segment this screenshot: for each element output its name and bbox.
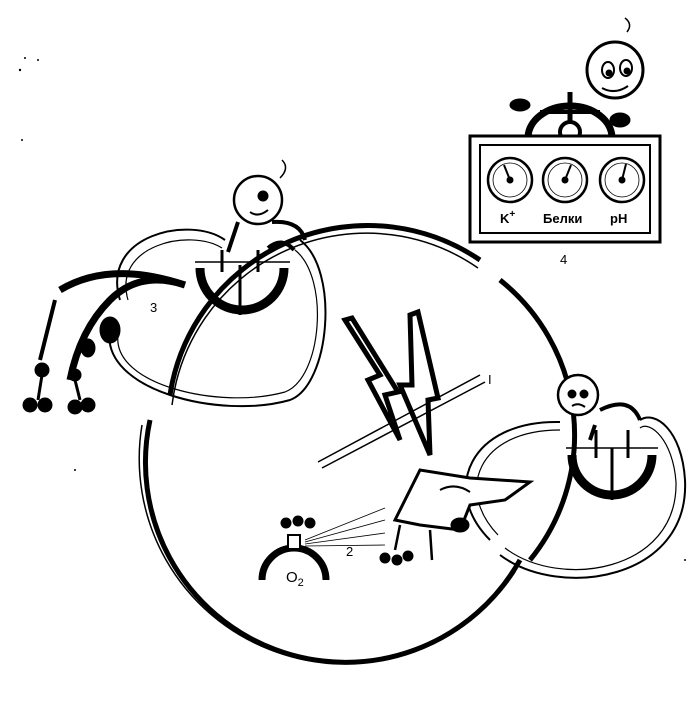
radiation-ray [317,374,486,469]
gauge-k-plus [486,156,534,204]
lightning-bolts [341,308,442,456]
damaged-molecule [379,468,535,566]
label-number-4: 4 [560,252,567,267]
label-number-2: 2 [346,544,353,559]
scan-specks [18,57,686,561]
label-number-3: 3 [150,300,157,315]
gauge-proteins [541,156,589,204]
label-oxygen: O2 [286,569,304,589]
ion-pump-right [464,416,687,579]
label-number-1: I [488,372,492,387]
oxygen-source [258,507,386,581]
character-pump-right [556,373,642,441]
gauge-label-ph: pH [610,211,627,226]
control-panel: K+ Белки pH [468,17,662,244]
ion-pump-3 [108,228,327,408]
gauge-ph [598,156,646,204]
gauge-label-proteins: Белки [543,211,582,226]
molecule-creature-3 [22,270,187,415]
character-pump-3 [226,159,307,253]
gauge-label-k: K+ [500,209,515,226]
